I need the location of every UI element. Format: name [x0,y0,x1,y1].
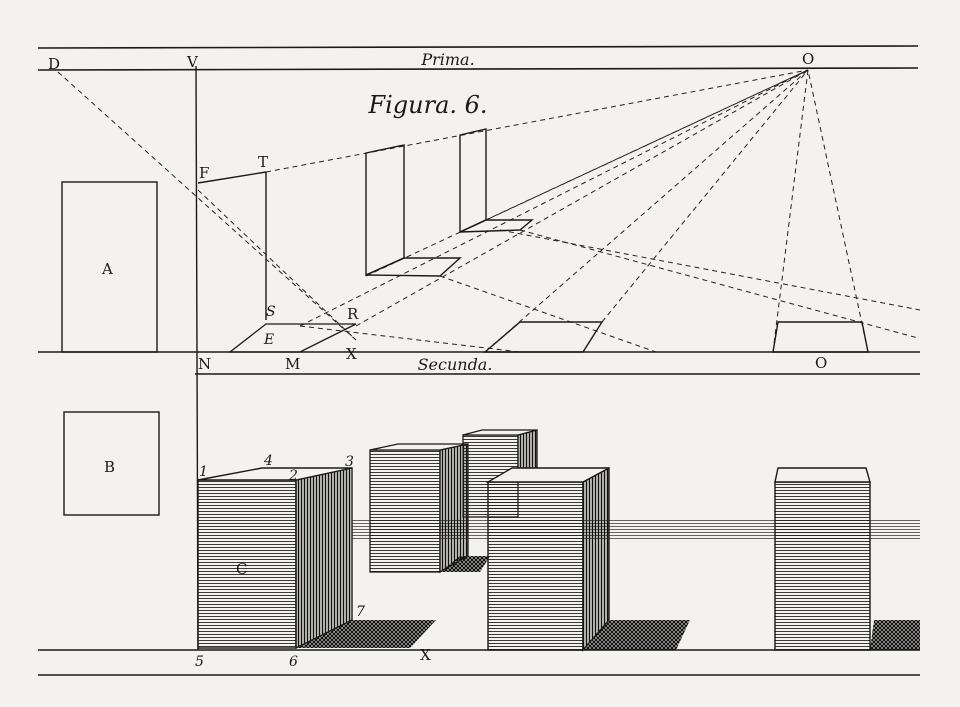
label-c: C [236,560,247,578]
label-t: T [258,153,268,171]
shape-a-rectangle [61,181,158,353]
band-label-prima: Prima. [420,50,474,69]
label-4: 4 [263,453,273,469]
band-lines [37,45,920,676]
panel-ft [197,171,267,320]
band-label-secunda: Secunda. [418,355,493,374]
label-e: E [263,332,274,348]
receding-panels [365,128,869,353]
label-x-mid: X [346,345,357,363]
block-c [197,467,353,650]
label-7: 7 [356,604,365,620]
floor-square-e [228,323,357,353]
cast-shadows [296,556,920,650]
label-n: N [198,355,211,373]
label-2: 2 [288,468,298,484]
label-6: 6 [289,654,298,670]
label-1: 1 [199,464,208,480]
label-b: B [104,458,115,476]
figure-title: Figura. 6. [367,91,487,119]
label-r: R [347,305,359,323]
label-x-bottom: X [420,646,431,664]
label-o-mid: O [815,354,827,372]
block-front-right [774,467,871,651]
label-3: 3 [345,454,354,470]
label-m: M [285,355,300,373]
block-front-middle [485,466,610,652]
shape-b-square [63,411,160,516]
label-s: S [266,304,276,320]
label-v: V [186,53,199,71]
label-o-top: O [802,50,814,68]
label-a: A [101,260,113,278]
label-5: 5 [195,654,204,670]
block-back-1 [369,443,469,574]
label-d: D [48,55,60,73]
label-f: F [199,164,209,182]
construction-lines [57,69,921,353]
